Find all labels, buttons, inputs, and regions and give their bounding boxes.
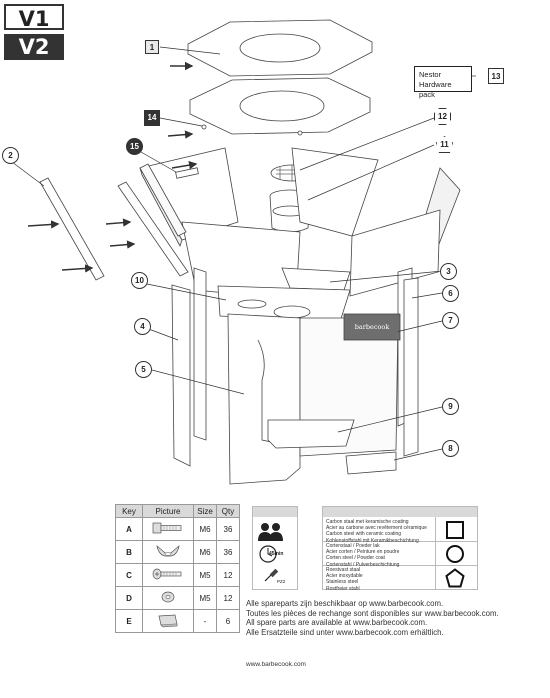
callout-1: 1	[145, 40, 159, 54]
callout-3: 3	[440, 263, 457, 280]
col-size: Size	[193, 504, 217, 518]
leg-frame-left-part-4	[171, 284, 191, 467]
square-icon	[446, 521, 464, 539]
part-key: B	[115, 540, 143, 564]
part-key: A	[115, 517, 143, 541]
callout-9: 9	[442, 398, 459, 415]
version-v1-label: V1	[4, 4, 64, 31]
table-row: E - 6	[115, 609, 240, 633]
part-qty: 6	[216, 609, 240, 633]
callout-8: 8	[442, 440, 459, 457]
top-plate-part-1	[187, 19, 373, 77]
brand-plate-label: barbecook	[346, 321, 398, 333]
lower-panel-right	[349, 209, 441, 297]
hex-bolt-icon	[142, 517, 194, 541]
part-key: E	[115, 609, 143, 633]
foot-part-8	[345, 451, 397, 475]
part-size: M6	[193, 517, 217, 541]
second-plate-part-14	[189, 77, 371, 136]
exploded-assembly-diagram	[11, 19, 476, 485]
tool-size: PZ2	[277, 579, 286, 584]
callout-2: 2	[2, 147, 19, 164]
callout-7: 7	[442, 312, 459, 329]
callout-12: 12	[434, 108, 451, 125]
screwdriver-icon	[264, 568, 279, 582]
part-size: M5	[193, 586, 217, 610]
part-qty: 36	[216, 540, 240, 564]
version-v2-label: V2	[4, 34, 64, 60]
materials-header	[323, 507, 477, 517]
part-qty: 36	[216, 517, 240, 541]
table-row: A M6 36	[115, 517, 240, 541]
spare-parts-info: Alle spareparts zijn beschikbaar op www.…	[246, 599, 499, 637]
collar-part-10	[217, 285, 351, 323]
part-qty: 12	[216, 586, 240, 610]
hardware-note-line2: Hardware pack	[419, 80, 452, 99]
pentagon-icon	[445, 568, 465, 588]
callout-5: 5	[135, 361, 152, 378]
washer-icon	[142, 586, 194, 610]
callout-13: 13	[488, 68, 504, 84]
hardware-note-line1: Nestor	[419, 70, 442, 79]
table-row: D M5 12	[115, 586, 240, 610]
circle-icon	[446, 545, 464, 563]
wing-nut-icon	[142, 540, 194, 564]
side-rail-part-2	[39, 177, 105, 281]
part-qty: 12	[216, 563, 240, 587]
clock-icon	[259, 545, 277, 563]
col-picture: Picture	[142, 504, 194, 518]
table-row: B M6 36	[115, 540, 240, 564]
part-size: M6	[193, 540, 217, 564]
callout-14: 14	[144, 110, 160, 126]
callout-10: 10	[131, 272, 148, 289]
front-cover-panel-part-5	[227, 313, 301, 485]
part-size: -	[193, 609, 217, 633]
hardware-parts-table: Key Picture Size Qty A M6 36 B M6 36 C M…	[115, 504, 240, 633]
inner-bracket-part-3	[281, 267, 351, 291]
assembly-time: 45min	[269, 551, 284, 557]
hardware-pack-note: Nestor Hardware pack	[414, 66, 472, 99]
col-key: Key	[115, 504, 143, 518]
top-side-panel-right	[291, 147, 379, 237]
footer-url[interactable]: www.barbecook.com	[246, 661, 306, 668]
bottom-tray-part-9	[267, 419, 355, 449]
two-people-icon	[258, 523, 283, 541]
part-key: C	[115, 563, 143, 587]
cap-icon	[142, 609, 194, 633]
callout-6: 6	[442, 285, 459, 302]
part-size: M5	[193, 563, 217, 587]
callout-15: 15	[126, 138, 143, 155]
table-row: C M5 12	[115, 563, 240, 587]
part-key: D	[115, 586, 143, 610]
assembly-info-panel: 45min PZ2	[252, 506, 298, 590]
assembly-info-header	[253, 507, 297, 517]
screw-icon	[142, 563, 194, 587]
col-qty: Qty	[216, 504, 240, 518]
callout-4: 4	[134, 318, 151, 335]
